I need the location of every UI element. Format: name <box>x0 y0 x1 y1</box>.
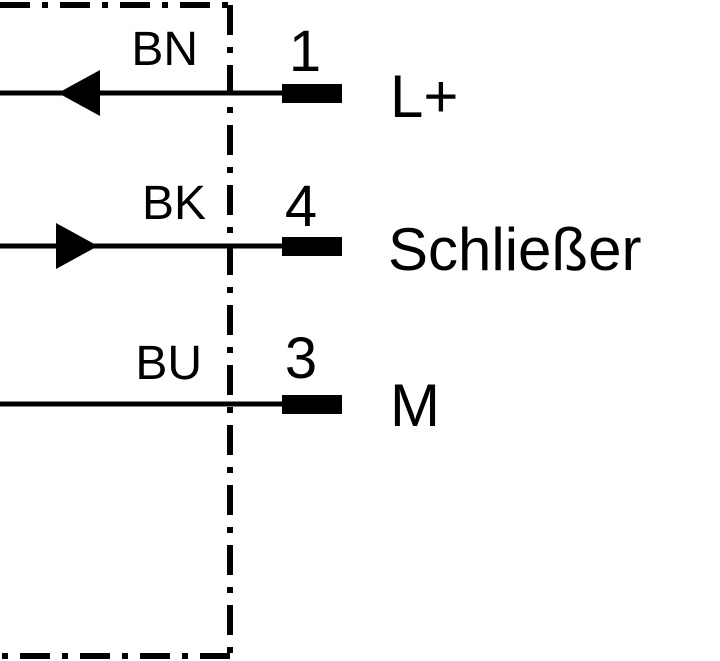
wire-color-label: BK <box>142 177 206 230</box>
pin-number: 3 <box>285 326 317 391</box>
connection-row-1: BN 1 L+ <box>0 19 458 130</box>
pin-number: 1 <box>289 19 321 84</box>
connection-row-3: BU 3 M <box>0 326 440 439</box>
arrow-left-icon <box>58 70 100 116</box>
signal-label: L+ <box>390 63 458 130</box>
housing-boundary <box>0 2 233 659</box>
pin-number: 4 <box>285 174 317 239</box>
arrow-right-icon <box>56 223 98 269</box>
wire-color-label: BU <box>135 337 202 390</box>
pin-terminal <box>282 237 342 256</box>
pin-terminal <box>282 395 342 414</box>
connection-row-2: BK 4 Schließer <box>0 174 641 283</box>
signal-label: Schließer <box>388 216 641 283</box>
wire-color-label: BN <box>131 23 198 76</box>
pin-terminal <box>282 84 342 103</box>
signal-label: M <box>390 372 440 439</box>
